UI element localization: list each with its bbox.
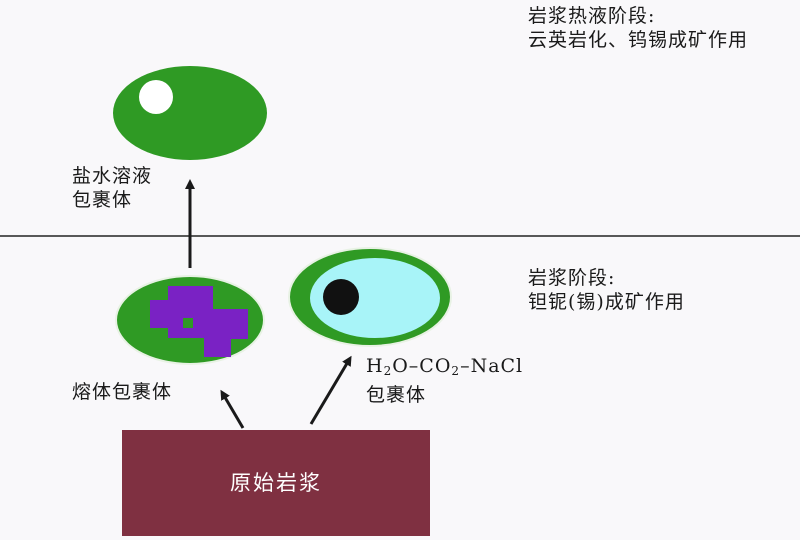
brine-inclusion-label: 盐水溶液 包裹体	[72, 164, 152, 212]
stage-magmatic-hydrothermal-label: 岩浆热液阶段: 云英岩化、钨锡成矿作用	[528, 4, 748, 52]
formula-subscript-2a: 2	[383, 364, 393, 378]
fluid-inclusion-vapor-bubble	[323, 279, 359, 315]
melt-inclusion-symbol	[115, 275, 265, 365]
fluid-inclusion-formula: H2O–CO2–NaCl	[366, 354, 523, 383]
brine-inclusion-label-line2: 包裹体	[72, 189, 133, 211]
fluid-inclusion-symbol	[288, 247, 452, 347]
stage-magmatic-desc: 钽铌(锡)成矿作用	[528, 291, 685, 313]
arrow-magma-to-fluid	[309, 355, 352, 425]
formula-subscript-2b: 2	[451, 364, 461, 378]
stage-magmatic-hydrothermal-desc: 云英岩化、钨锡成矿作用	[528, 29, 749, 51]
arrow-magma-to-melt	[220, 389, 245, 429]
stage-magmatic-title: 岩浆阶段:	[528, 267, 616, 289]
formula-part-o-co: O–CO	[392, 355, 452, 377]
fluid-inclusion-label: H2O–CO2–NaCl 包裹体	[366, 354, 523, 407]
brine-inclusion-symbol	[113, 66, 267, 160]
fluid-inclusion-label-line2: 包裹体	[366, 384, 427, 406]
brine-inclusion-host	[113, 66, 267, 160]
melt-inclusion-label: 熔体包裹体	[72, 380, 172, 404]
formula-part-h: H	[366, 355, 384, 377]
brine-inclusion-label-line1: 盐水溶液	[72, 165, 153, 187]
fluid-inclusion-liquid	[310, 258, 440, 338]
melt-inclusion-label-line1: 熔体包裹体	[72, 381, 173, 403]
formula-part-nacl: –NaCl	[460, 355, 524, 377]
stage-magmatic-hydrothermal-title: 岩浆热液阶段:	[528, 5, 656, 27]
melt-inclusion-crystal	[150, 286, 248, 357]
melt-inclusion-center-square	[183, 318, 193, 328]
brine-inclusion-bubble	[139, 80, 173, 114]
stage-magmatic-label: 岩浆阶段: 钽铌(锡)成矿作用	[528, 266, 685, 314]
primary-magma-block	[122, 430, 430, 536]
primary-magma-label: 原始岩浆	[230, 471, 322, 495]
